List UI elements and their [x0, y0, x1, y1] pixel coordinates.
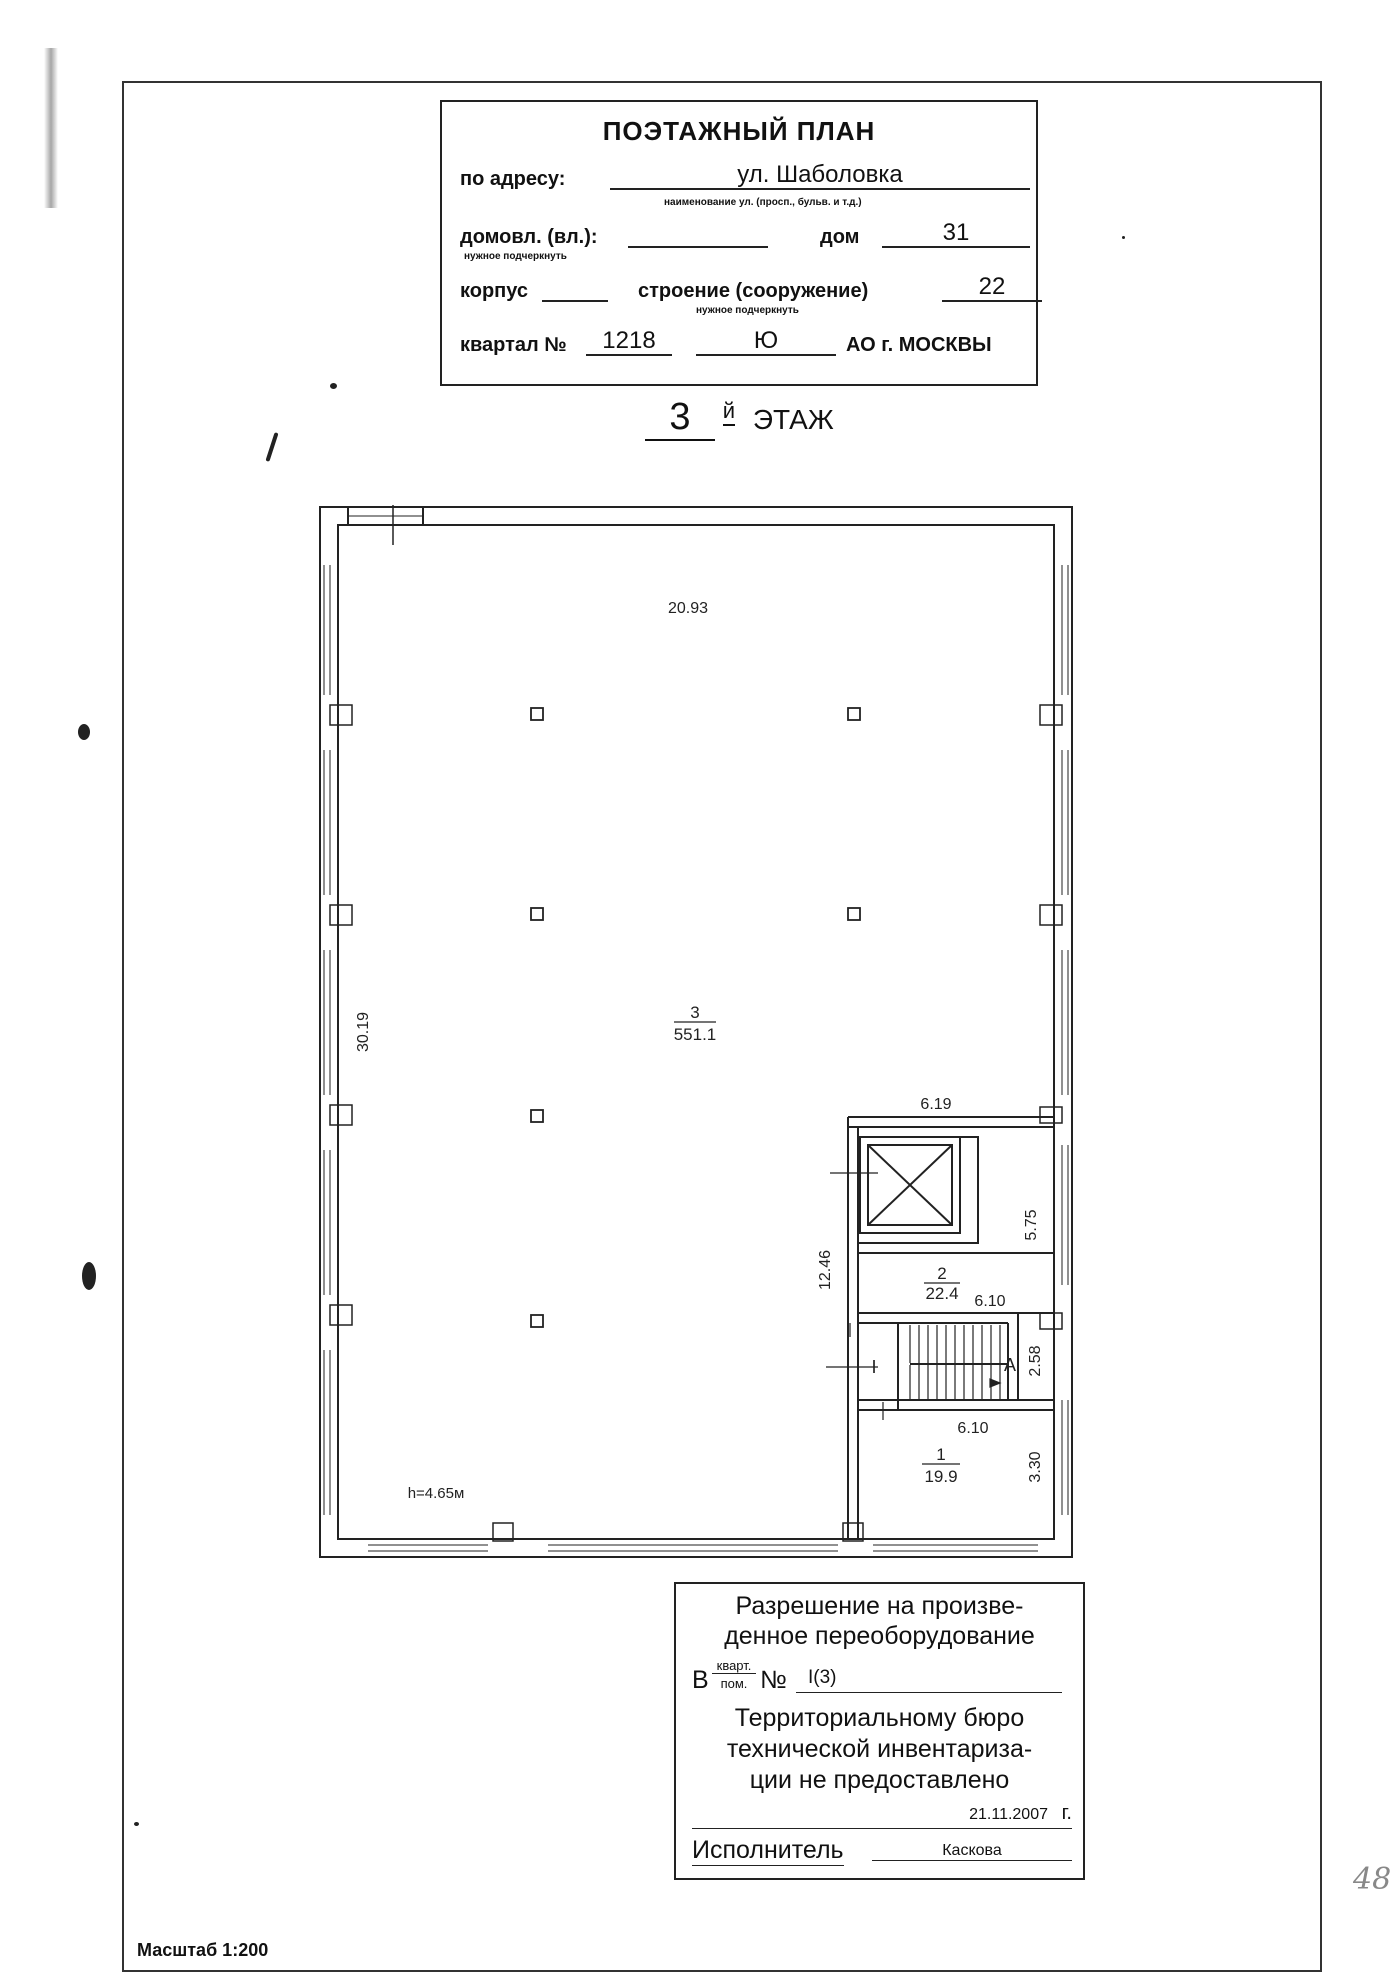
domovl-label: домовл. (вл.):: [460, 226, 598, 248]
korpus-value: [542, 274, 608, 302]
title-block: ПОЭТАЖНЫЙ ПЛАН по адресу: ул. Шаболовка …: [440, 100, 1042, 386]
scan-speck: [78, 724, 90, 740]
room-main-area: 551.1: [674, 1025, 717, 1044]
room-1-number: 1: [936, 1445, 945, 1464]
scan-speck: [330, 383, 337, 389]
dim-core-top: 6.19: [920, 1096, 951, 1113]
stamp-date-suffix: г.: [1061, 1802, 1072, 1824]
dim-stair-height: 2.58: [1027, 1345, 1044, 1376]
stamp-executor-label: Исполнитель: [692, 1836, 844, 1866]
stamp-executor-row: Исполнитель Каскова: [692, 1834, 1072, 1870]
dim-left-height: 30.19: [355, 1012, 372, 1052]
room-2-area: 22.4: [925, 1284, 958, 1303]
page-frame: [122, 81, 1322, 1972]
stamp-date-row: 21.11.2007 г.: [692, 1798, 1072, 1829]
elevator-shaft: [859, 1136, 961, 1234]
stamp-line-2: денное переоборудование: [724, 1622, 1035, 1650]
scan-speck: [82, 1262, 96, 1290]
street-value: ул. Шаболовка: [610, 162, 1030, 190]
stamp-line-5: технической инвентариза-: [726, 1735, 1033, 1763]
dim-top-width: 20.93: [668, 600, 708, 617]
domovl-underline-hint: нужное подчеркнуть: [464, 251, 567, 262]
dim-room1-width: 6.10: [957, 1420, 988, 1437]
room-main-number: 3: [690, 1003, 699, 1022]
stamp-date: 21.11.2007: [969, 1806, 1048, 1823]
stair-mark: A: [1004, 1355, 1016, 1375]
plan-labels: 20.93 30.19 3 551.1 6.19 5.75 12.46 2 22…: [355, 600, 1044, 1502]
korpus-label: корпус: [460, 280, 529, 302]
window-strips: [323, 507, 1069, 1552]
domovl-value: [628, 220, 768, 248]
street-hint: наименование ул. (просп., бульв. и т.д.): [664, 197, 862, 208]
dim-core-right: 5.75: [1023, 1209, 1040, 1240]
stair-treads: [909, 1325, 1008, 1400]
dim-room2-width: 6.10: [974, 1293, 1005, 1310]
stroenie-value: 22: [942, 274, 1042, 302]
wall-pilasters: [329, 704, 1063, 1542]
kvartal-value: 1218: [586, 328, 672, 356]
kvartal-label: квартал №: [460, 334, 567, 356]
stamp-executor-name: Каскова: [872, 1842, 1072, 1861]
plan-title: ПОЭТАЖНЫЙ ПЛАН: [602, 116, 876, 146]
scale-note: Масштаб 1:200: [137, 1940, 269, 1960]
city-suffix: АО г. МОСКВЫ: [846, 334, 992, 356]
okrug-value: Ю: [696, 328, 836, 356]
stamp-no-label: №: [760, 1666, 787, 1694]
dom-value: 31: [882, 220, 1030, 248]
stamp-no-value: I(3): [796, 1664, 1062, 1693]
stamp-frac-bottom: пом.: [720, 1676, 748, 1691]
dom-label: дом: [820, 226, 860, 248]
floor-number: 3: [645, 396, 715, 441]
stamp-no-value-text: I(3): [808, 1667, 837, 1688]
floor-suffix: й: [722, 398, 736, 426]
domovl-row: домовл. (вл.): дом 31: [460, 220, 1030, 249]
stroenie-underline-hint: нужное подчеркнуть: [696, 305, 799, 316]
floor-plan: 20.93 30.19 3 551.1 6.19 5.75 12.46 2 22…: [319, 505, 1073, 1558]
scan-speck: [134, 1822, 139, 1826]
stamp-frac-top: кварт.: [712, 1658, 756, 1674]
stamp-number-row: В кварт. пом. № I(3): [692, 1658, 1072, 1698]
door-ticks: [826, 1172, 884, 1420]
address-row: по адресу: ул. Шаболовка: [460, 162, 1030, 191]
service-core: [847, 1116, 1054, 1539]
dim-core-height: 12.46: [817, 1250, 834, 1290]
stamp-line-6: ции не предоставлено: [749, 1766, 1010, 1794]
room-2-number: 2: [937, 1264, 946, 1283]
scan-edge-shadow: [44, 48, 58, 208]
outer-walls: [319, 506, 1073, 1558]
dim-room1-height: 3.30: [1027, 1451, 1044, 1482]
korpus-row: корпус строение (сооружение) 22: [460, 274, 1042, 303]
room-1-area: 19.9: [924, 1467, 957, 1486]
stair-label: I: [871, 1357, 876, 1377]
structural-columns: [530, 707, 861, 1328]
address-label: по адресу:: [460, 168, 566, 190]
floor-label: 3 й ЭТАЖ: [645, 396, 834, 441]
kvartal-row: квартал № 1218 Ю АО г. МОСКВЫ: [460, 328, 992, 357]
scan-speck: [1122, 236, 1125, 239]
stroenie-label: строение (сооружение): [638, 280, 869, 302]
permit-stamp: Разрешение на произве- денное переоборуд…: [674, 1582, 1085, 1880]
page-number: 48: [1353, 1862, 1392, 1897]
stamp-b-prefix: В: [692, 1666, 709, 1694]
stamp-line-1: Разрешение на произве-: [735, 1592, 1024, 1620]
ceiling-height: h=4.65м: [408, 1485, 465, 1502]
floor-word: ЭТАЖ: [752, 404, 834, 435]
stamp-line-4: Территориальному бюро: [734, 1704, 1025, 1732]
